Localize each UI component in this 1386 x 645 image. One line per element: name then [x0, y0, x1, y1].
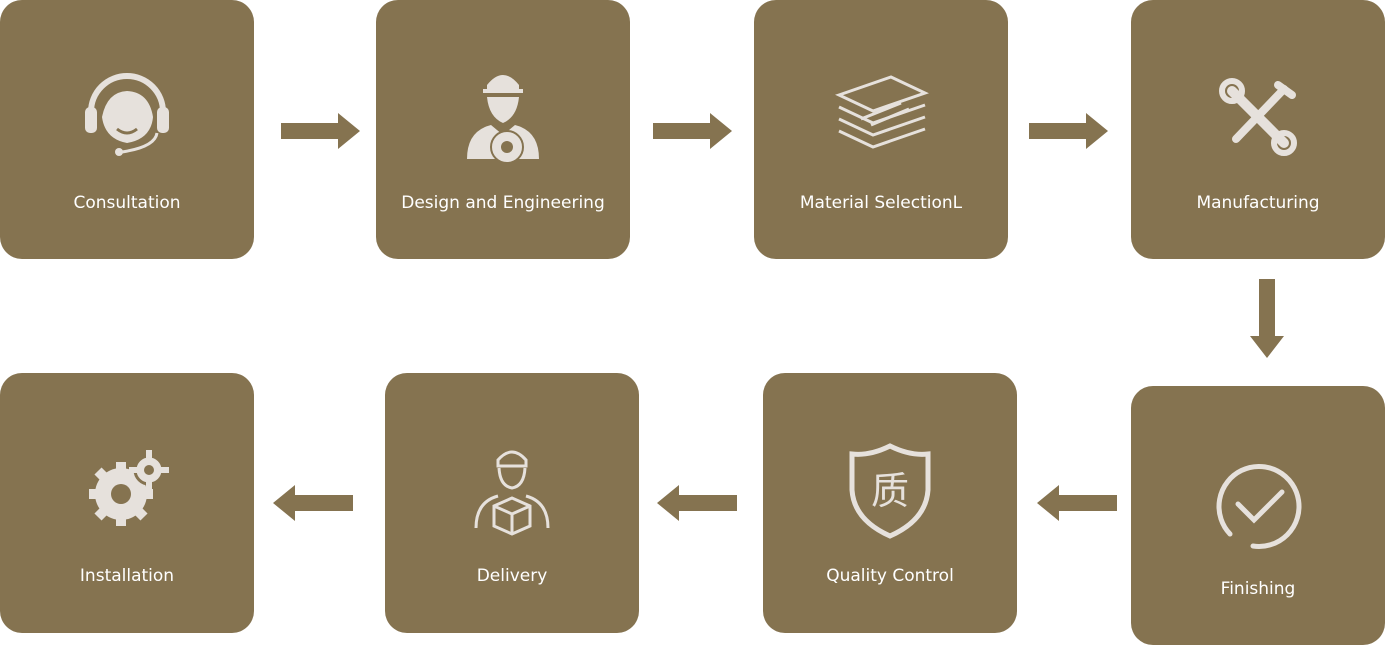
shield-quality-icon: 质	[840, 440, 940, 540]
step-label: Consultation	[73, 193, 181, 213]
arrow-right-icon	[1029, 113, 1109, 149]
arrow-right-icon	[653, 113, 733, 149]
step-manufacturing: Manufacturing	[1131, 0, 1385, 259]
engineer-icon	[453, 67, 553, 167]
layers-icon	[831, 67, 931, 167]
tools-icon	[1208, 67, 1308, 167]
step-label: Installation	[79, 566, 175, 586]
step-consultation: Consultation	[0, 0, 254, 259]
step-label: Delivery	[476, 566, 548, 586]
step-delivery: Delivery	[385, 373, 639, 633]
quality-char: 质	[871, 469, 909, 513]
step-label: Design and Engineering	[401, 193, 605, 213]
step-installation: Installation	[0, 373, 254, 633]
headset-icon	[77, 67, 177, 167]
step-label: Finishing	[1220, 579, 1296, 599]
step-label: Quality Control	[826, 566, 954, 586]
check-circle-icon	[1208, 456, 1308, 556]
arrow-left-icon	[1037, 485, 1117, 521]
step-quality-control: 质 Quality Control	[763, 373, 1017, 633]
step-material-selection: Material SelectionL	[754, 0, 1008, 259]
gears-icon	[77, 440, 177, 540]
arrow-right-icon	[281, 113, 361, 149]
step-design-engineering: Design and Engineering	[376, 0, 630, 259]
arrow-left-icon	[657, 485, 737, 521]
step-finishing: Finishing	[1131, 386, 1385, 645]
step-label: Material SelectionL	[799, 193, 963, 213]
step-label: Manufacturing	[1196, 193, 1320, 213]
arrow-down-icon	[1250, 279, 1284, 359]
arrow-left-icon	[273, 485, 353, 521]
delivery-person-icon	[462, 440, 562, 540]
